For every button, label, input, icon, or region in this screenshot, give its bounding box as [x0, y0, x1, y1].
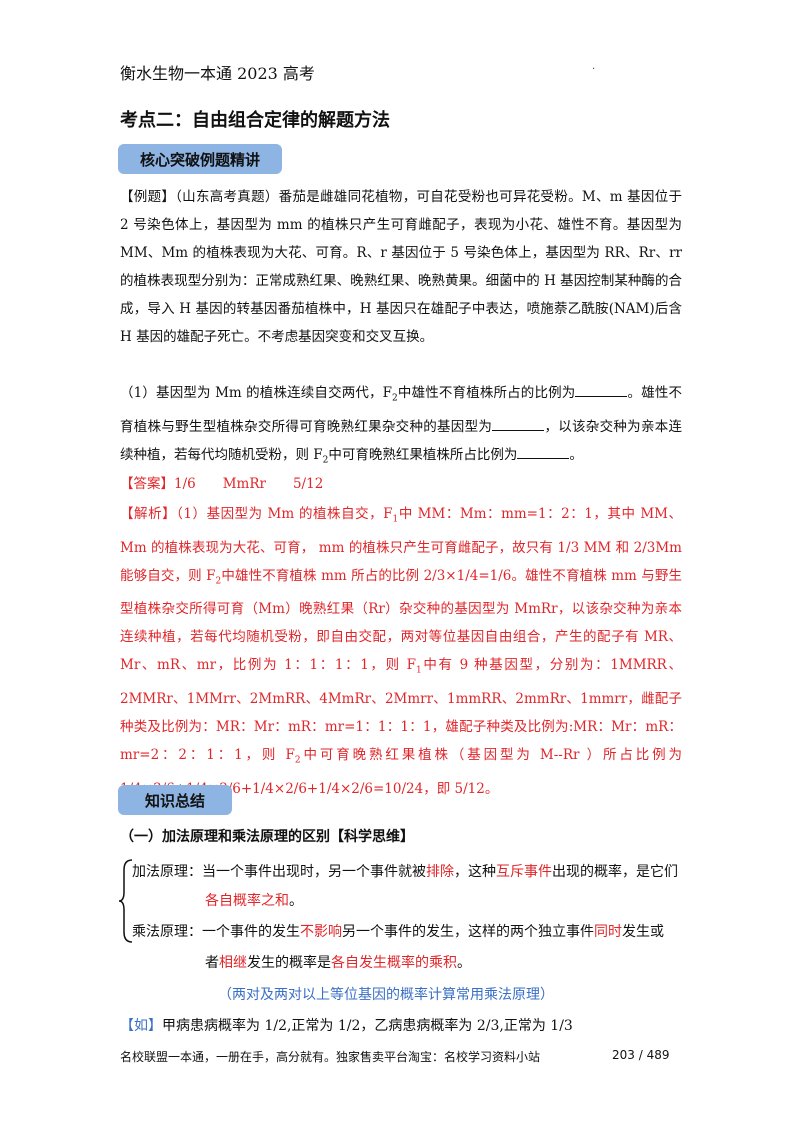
curly-brace-icon — [118, 859, 133, 943]
addition-rule-line1: 加法原理：当一个事件出现时，另一个事件就被排除，这种互斥事件出现的概率，是它们 — [132, 858, 692, 886]
analysis-part-2: 中 MM：Mm：mm=1：2：1，其中 MM、Mm 的植株表现为大花、可育， m… — [120, 506, 683, 584]
multiplication-text: 另一个事件的发生，这样的两个独立事件 — [342, 924, 594, 940]
subscript: 2 — [215, 576, 222, 587]
page-number: 203 / 489 — [612, 1048, 670, 1062]
document-header: 衡水生物一本通 2023 高考 — [120, 64, 315, 83]
question-part-c: 。雄性不育植株与野生型植株杂交所得可育晚熟红果杂交种的基因型为 — [120, 385, 683, 435]
summary-badge: 知识总结 — [118, 785, 232, 815]
example-badge-label: 核心突破例题精讲 — [139, 150, 260, 169]
stray-mark: · — [592, 64, 596, 75]
addition-text: 出现的概率，是它们 — [552, 864, 678, 880]
analysis-part-3: 中雄性不育植株 mm 所占的比例 2/3×1/4=1/6。雄性不育植株 mm 与… — [120, 567, 682, 674]
multiplication-text: 者 — [205, 955, 219, 971]
answer-blank-3 — [517, 444, 570, 459]
summary-badge-label: 知识总结 — [144, 791, 205, 810]
multiplication-rule-line2: 者相继发生的概率是各自发生概率的乘积。 — [205, 949, 471, 977]
subscript: 2 — [392, 393, 398, 404]
analysis-part-1: （1）基因型为 Mm 的植株自交，F — [176, 506, 393, 522]
subscript: 1 — [392, 514, 399, 525]
addition-text: ，这种 — [454, 864, 496, 880]
answer-tag: 【答案】 — [120, 476, 174, 492]
question-part-a: （1）基因型为 Mm 的植株连续自交两代，F — [120, 385, 393, 401]
highlight-text: 同时 — [594, 924, 622, 940]
question-part-b: 中雄性不育植株所占的比例为 — [397, 385, 576, 401]
subsection-heading: （一）加法原理和乘法原理的区别【科学思维】 — [120, 829, 414, 845]
addition-text: 当一个事件出现时，另一个事件就被 — [202, 864, 426, 880]
highlight-text: 不影响 — [300, 924, 342, 940]
question-paragraph: （1）基因型为 Mm 的植株连续自交两代，F2中雄性不育植株所占的比例为。雄性不… — [120, 379, 682, 474]
highlight-text: 各自发生概率的乘积 — [331, 955, 457, 971]
highlight-text: 相继 — [219, 955, 247, 971]
analysis-tag: 【解析】 — [120, 506, 177, 522]
highlight-text: 各自概率之和 — [205, 893, 289, 909]
answer-blank-1 — [575, 382, 628, 397]
page-footer: 名校联盟一本通，一册在手，高分就有。独家售卖平台淘宝：名校学习资料小站 — [120, 1050, 541, 1064]
example-line-text: 甲病患病概率为 1/2,正常为 1/2，乙病患病概率为 2/3,正常为 1/3 — [162, 1018, 573, 1034]
example-body: （山东高考真题）番茄是雌雄同花植物，可自花受粉也可异花受粉。M、m 基因位于 2… — [120, 189, 683, 345]
rule-note: （两对及两对以上等位基因的概率计算常用乘法原理） — [218, 987, 554, 1003]
answer-line: 【答案】1/6 MmRr 5/12 — [120, 470, 682, 498]
multiplication-text: 。 — [457, 955, 471, 971]
subscript: 2 — [322, 455, 329, 466]
addition-rule-line2: 各自概率之和。 — [205, 887, 303, 915]
addition-rule-label: 加法原理： — [132, 864, 202, 880]
question-part-e: 中可育晚熟红果植株所占比例为 — [328, 446, 518, 463]
analysis-part-4: 中有 9 种基因型，分别为：1MMRR、2MMRr、1MMrr、2MmRR、4M… — [120, 657, 682, 764]
analysis-paragraph: 【解析】（1）基因型为 Mm 的植株自交，F1中 MM：Mm：mm=1：2：1，… — [120, 500, 682, 803]
answer-text: 1/6 MmRr 5/12 — [174, 476, 324, 492]
example-line-tag: 【如】 — [120, 1018, 162, 1034]
section-title: 考点二：自由组合定律的解题方法 — [120, 110, 390, 131]
multiplication-text: 发生的概率是 — [247, 955, 331, 971]
subscript: 2 — [294, 755, 301, 766]
multiplication-text: 一个事件的发生 — [202, 924, 300, 940]
multiplication-text: 发生或 — [622, 924, 664, 940]
example-paragraph: 【例题】（山东高考真题）番茄是雌雄同花植物，可自花受粉也可异花受粉。M、m 基因… — [120, 183, 682, 351]
question-part-d: ，以该杂交种为亲本连续种植，若每代均随机受粉，则 F — [120, 418, 683, 463]
answer-blank-2 — [492, 416, 545, 431]
highlight-text: 排除 — [426, 864, 454, 880]
example-badge: 核心突破例题精讲 — [118, 144, 282, 174]
multiplication-rule-label: 乘法原理： — [132, 924, 202, 940]
example-tag: 【例题】 — [120, 189, 176, 205]
example-line: 【如】甲病患病概率为 1/2,正常为 1/2，乙病患病概率为 2/3,正常为 1… — [120, 1014, 573, 1038]
multiplication-rule-line1: 乘法原理：一个事件的发生不影响另一个事件的发生，这样的两个独立事件同时发生或 — [132, 918, 692, 946]
highlight-text: 互斥事件 — [496, 864, 552, 880]
addition-text: 。 — [289, 893, 303, 909]
question-part-f: 。 — [569, 446, 583, 463]
subscript: 1 — [416, 666, 422, 677]
